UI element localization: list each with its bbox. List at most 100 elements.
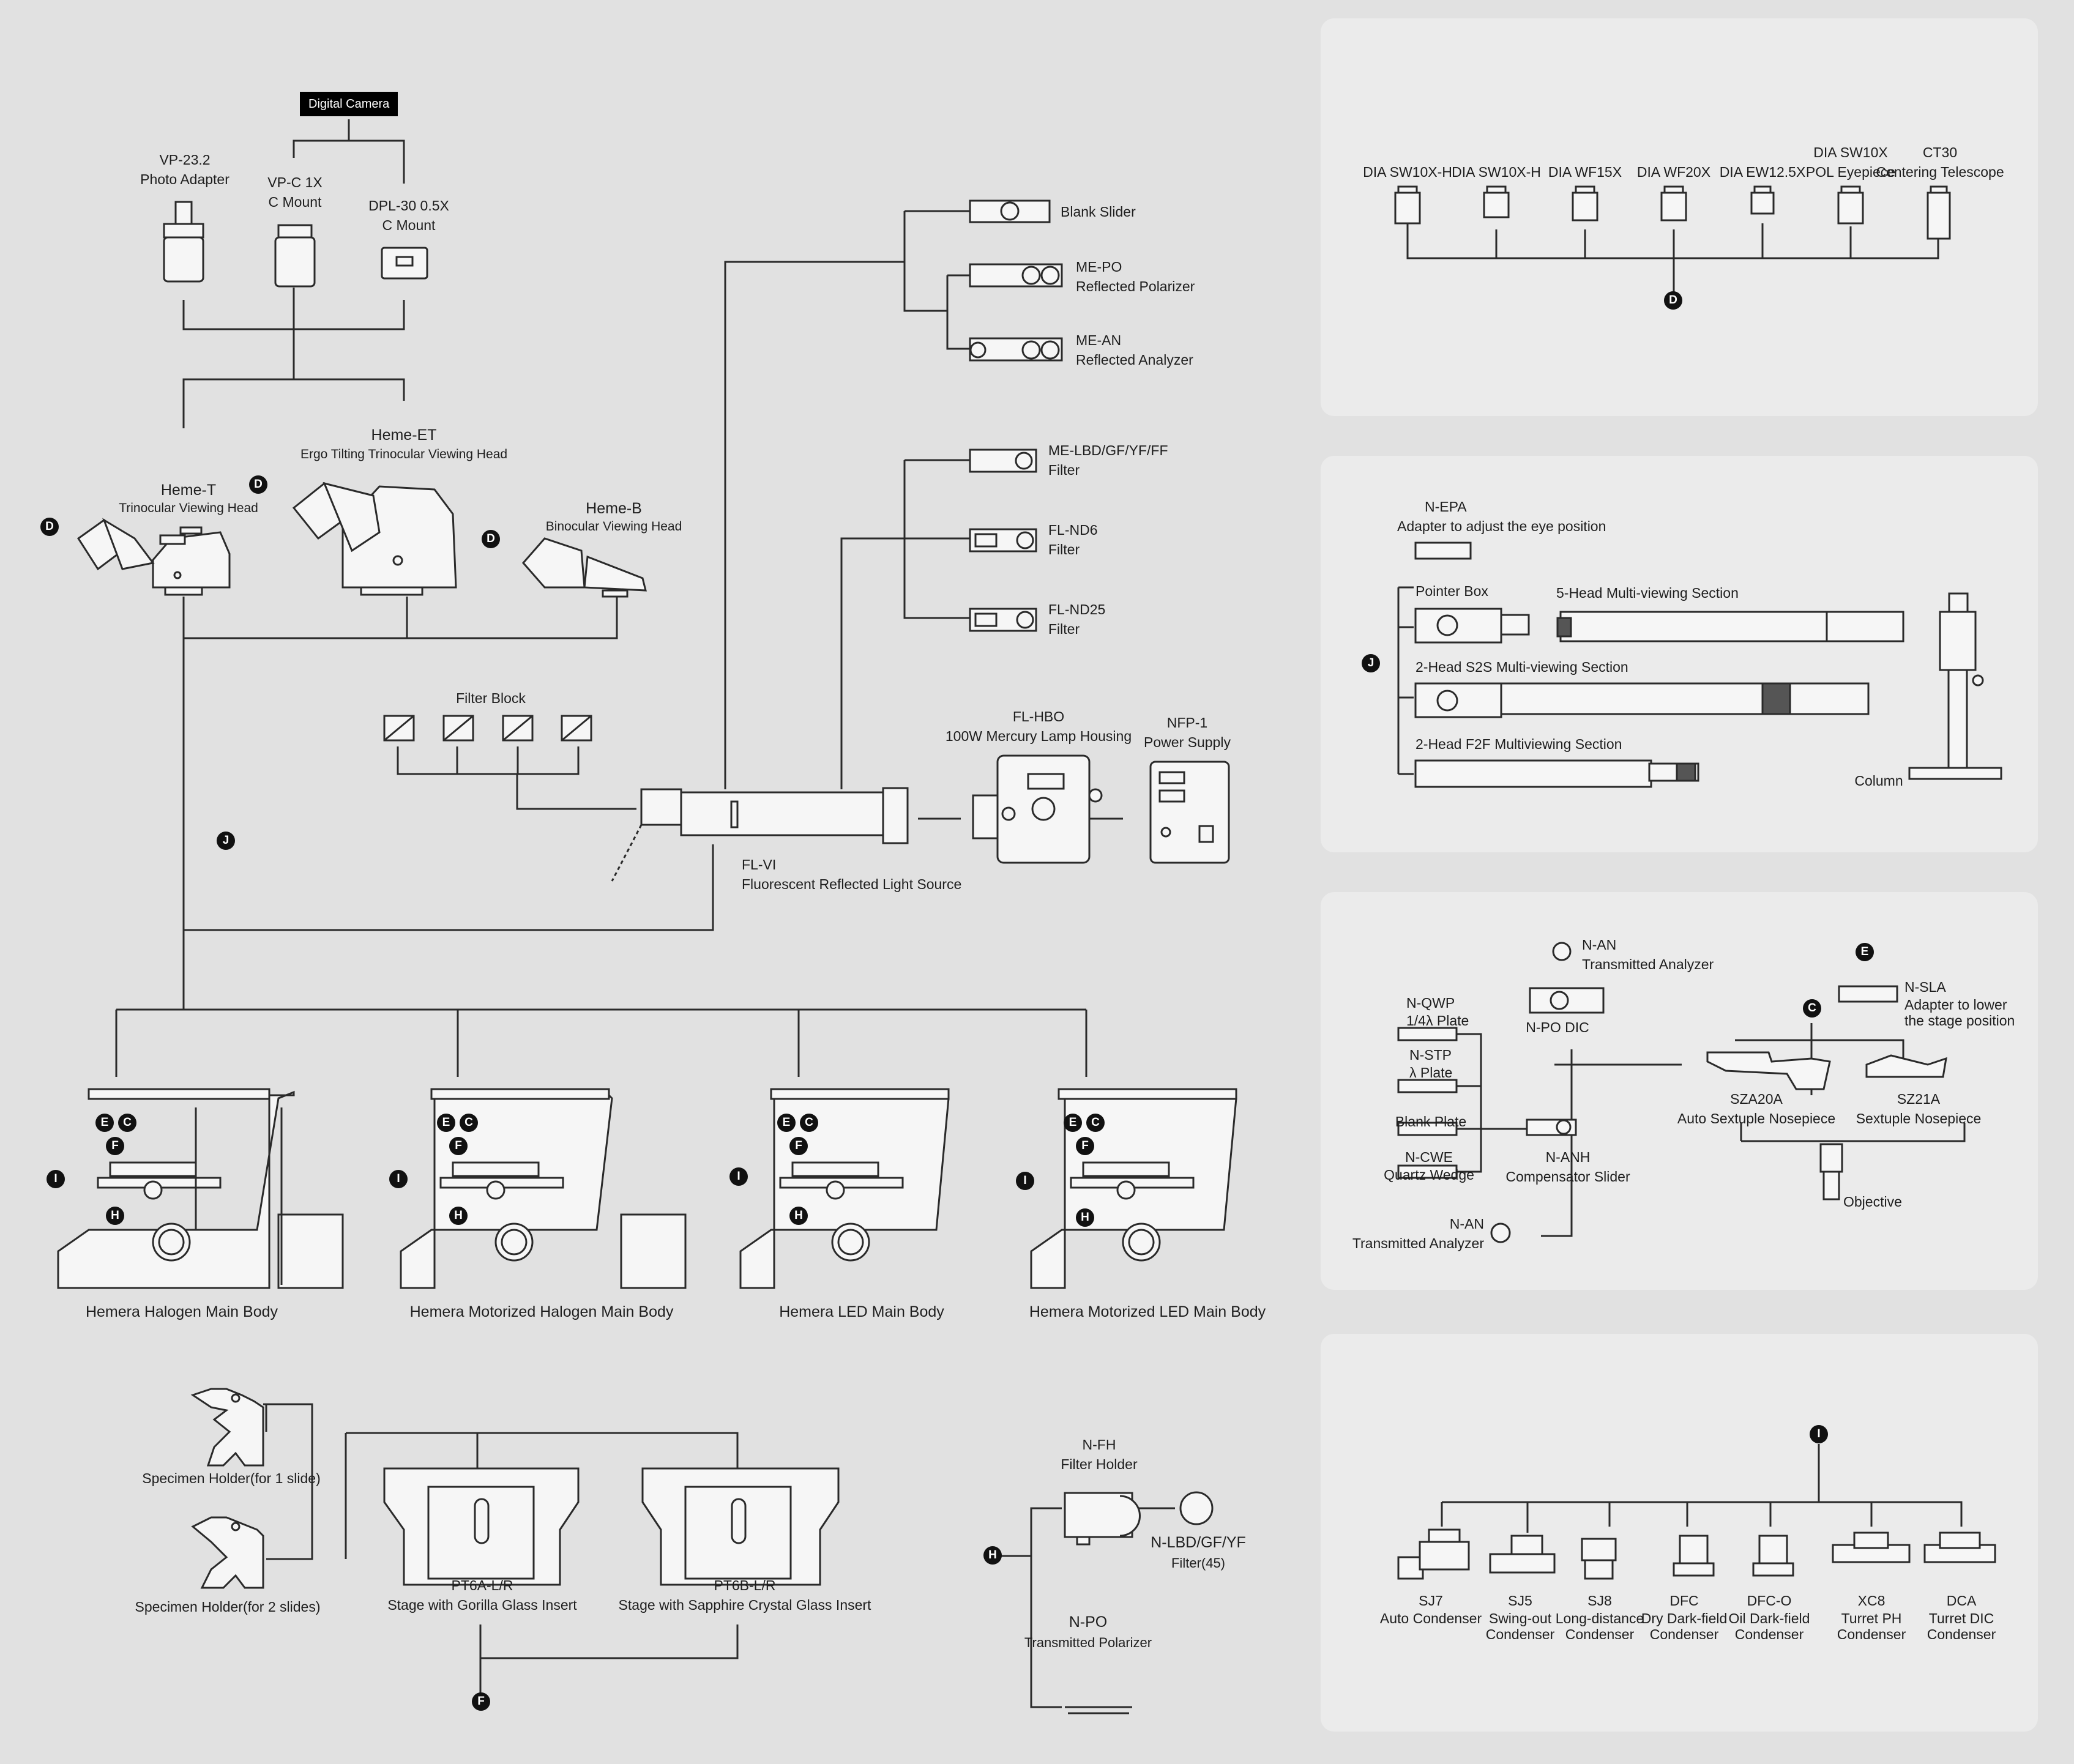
tag-f-body-4: F — [1076, 1137, 1094, 1155]
tag-c-pol: C — [1803, 999, 1821, 1018]
tag-j-multiview: J — [1362, 654, 1380, 672]
tag-e-body-4: E — [1064, 1114, 1082, 1132]
condenser-drawings — [1397, 1528, 1996, 1580]
tag-h-filter-holder: H — [983, 1546, 1002, 1565]
tag-i-body-1: I — [47, 1170, 65, 1188]
tag-h-body-3: H — [789, 1207, 808, 1225]
fl-vi-drawing — [611, 787, 909, 882]
tag-h-body-2: H — [449, 1207, 468, 1225]
filter-block-drawing — [383, 715, 592, 742]
blank-plate-label: Blank Plate — [1395, 1114, 1467, 1129]
specimen-holder-1-drawing — [190, 1388, 264, 1467]
eyepiece-label-2: DIA SW10X-H — [1452, 164, 1541, 180]
specimen-holder-1-label: Specimen Holder(for 1 slide) — [142, 1470, 321, 1486]
vp-23-2-drawing — [163, 201, 204, 283]
tag-f-body-2: F — [449, 1137, 468, 1155]
n-fh-drawing — [1064, 1491, 1214, 1714]
tag-f-stage: F — [472, 1692, 490, 1711]
me-po-drawing — [969, 263, 1063, 288]
heme-et-drawing — [292, 482, 457, 596]
tag-e-body-3: E — [777, 1114, 796, 1132]
tag-c-body-3: C — [800, 1114, 818, 1132]
tag-c-body-2: C — [460, 1114, 478, 1132]
pointer-box-label: Pointer Box — [1416, 583, 1488, 599]
blank-slider-drawing — [969, 199, 1051, 223]
tag-e-body-1: E — [95, 1114, 114, 1132]
tag-j-main: J — [217, 832, 235, 850]
fl-hbo-drawing — [972, 754, 1103, 864]
fl-nd25-filter-drawing — [969, 608, 1037, 632]
vp-c-1x-drawing — [274, 224, 316, 288]
specimen-holder-2-drawing — [191, 1516, 264, 1589]
eyepiece-label-5: DIA EW12.5X — [1719, 164, 1806, 180]
dpl-30-drawing — [381, 247, 428, 280]
tag-c-body-4: C — [1086, 1114, 1105, 1132]
eyepiece-drawings — [1394, 185, 1951, 240]
tag-e-body-2: E — [437, 1114, 455, 1132]
tag-e-pol: E — [1856, 943, 1874, 961]
five-head-label: 5-Head Multi-viewing Section — [1556, 585, 1739, 601]
heme-t-drawing — [76, 518, 231, 596]
tag-d-heme-b: D — [482, 530, 500, 548]
tag-d-eyepieces: D — [1664, 291, 1682, 310]
tag-i-body-3: I — [729, 1167, 748, 1186]
objective-label: Objective — [1843, 1194, 1902, 1210]
s2s-label: 2-Head S2S Multi-viewing Section — [1416, 659, 1628, 675]
main-body-label-led: Hemera LED Main Body — [779, 1303, 944, 1320]
eyepiece-label-1: DIA SW10X-H — [1363, 164, 1452, 180]
tag-h-body-4: H — [1076, 1208, 1094, 1227]
tag-f-body-1: F — [106, 1137, 124, 1155]
me-an-drawing — [969, 337, 1063, 362]
eyepiece-label-4: DIA WF20X — [1636, 164, 1711, 180]
main-body-label-motorized-led: Hemera Motorized LED Main Body — [1029, 1303, 1266, 1320]
multiview-drawings — [1414, 541, 2002, 788]
tag-i-body-4: I — [1016, 1172, 1034, 1190]
tag-i-condensers: I — [1810, 1425, 1828, 1443]
tag-d-heme-t: D — [40, 518, 59, 536]
tag-d-heme-et: D — [249, 475, 267, 494]
digital-camera-label: Digital Camera — [300, 92, 398, 116]
specimen-holder-2-label: Specimen Holder(for 2 slides) — [135, 1599, 321, 1615]
main-body-label-halogen: Hemera Halogen Main Body — [85, 1303, 278, 1320]
blank-slider-label: Blank Slider — [1061, 204, 1136, 220]
nfp-1-drawing — [1149, 761, 1230, 864]
tag-f-body-3: F — [789, 1137, 808, 1155]
filter-block-label: Filter Block — [456, 690, 526, 706]
tag-i-body-2: I — [389, 1170, 408, 1188]
tag-h-body-1: H — [106, 1207, 124, 1225]
polarization-drawings — [1397, 942, 1947, 1243]
